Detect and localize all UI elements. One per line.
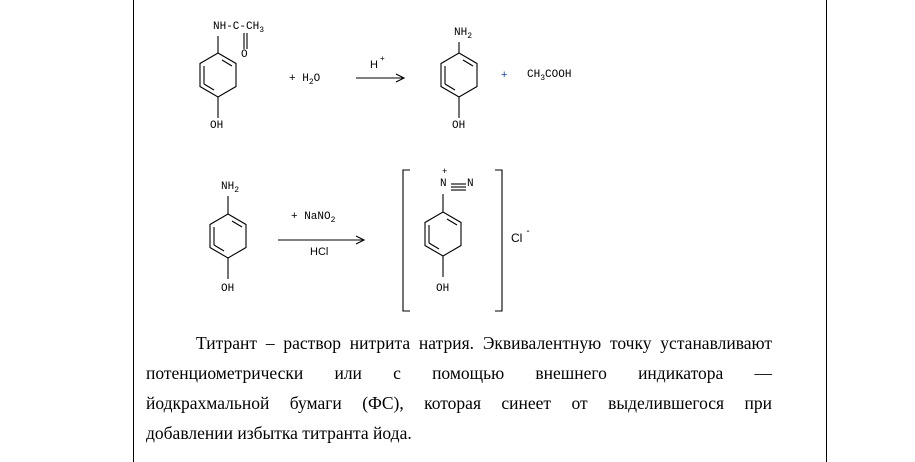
benzene-ring-aminophenol [440,42,478,118]
hydroxyl-label-1: OH [210,120,224,132]
paragraph-line-1: Титрант – раствор нитрита натрия. Эквива… [196,333,772,353]
plus-sign: + [501,69,508,81]
acetic-acid-label: CH3COOH [527,69,572,83]
carbonyl-oxygen-label: O [241,49,248,61]
page-border-right [826,0,827,462]
hcl-label: HCl [310,246,329,258]
amine-label-2: NH2 [221,181,240,195]
reaction-arrow-2 [278,235,366,245]
diazonium-n1: N [440,178,447,190]
body-paragraph: Титрант – раствор нитрита натрия. Эквива… [146,328,772,448]
benzene-ring-paracetamol [199,36,237,118]
hydroxyl-label-2: OH [452,120,466,132]
amine-label-1: NH2 [454,27,473,41]
sodium-nitrite-label: + NaNO2 [291,211,336,225]
acetamide-group-label: NH-C-CH3 [213,21,265,35]
page-border-left [133,0,134,462]
water-reagent-label: + H2O [289,73,321,87]
benzene-ring-diazonium [424,194,462,277]
diazonium-charge: + [442,166,448,176]
chloride-counterion: Cl- [511,226,530,245]
hydroxyl-label-3: OH [221,283,235,295]
paragraph-line-3: йодкрахмальной бумаги (ФС), которая сине… [146,393,772,413]
reaction-arrow-1 [356,73,406,83]
hydroxyl-label-4: OH [436,283,450,295]
benzene-ring-aminophenol-2 [209,196,247,279]
triple-bond [451,183,466,191]
bracket-left [402,169,410,312]
bracket-right [495,169,503,312]
paragraph-line-2: потенциометрически или с помощью внешнег… [146,363,772,383]
diazonium-n2: N [467,178,474,190]
paragraph-line-4: добавлении избытка титранта йода. [146,423,412,443]
catalyst-label: H+ [370,54,385,71]
